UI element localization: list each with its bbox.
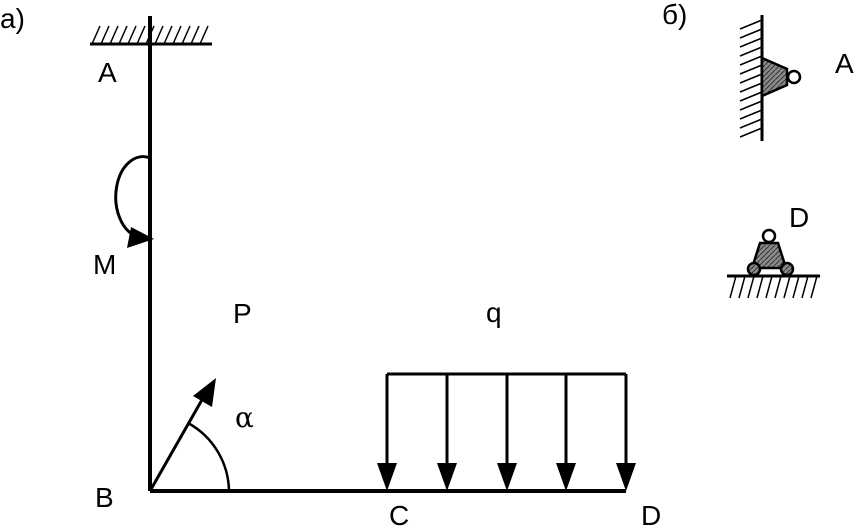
angle-label: α bbox=[235, 401, 254, 434]
force-arrow bbox=[148, 378, 216, 492]
distributed-load bbox=[385, 372, 628, 468]
point-label-c: C bbox=[389, 500, 409, 528]
moment-arrow bbox=[114, 155, 154, 248]
roller-support-d bbox=[727, 228, 820, 299]
distributed-load-label: q bbox=[486, 297, 502, 328]
panel-label-b: б) bbox=[662, 0, 687, 30]
point-label-d: D bbox=[641, 500, 661, 528]
force-label: P bbox=[233, 298, 252, 329]
moment-label: M bbox=[93, 249, 116, 280]
distributed-load-arrowheads bbox=[377, 463, 636, 491]
wall-support-a bbox=[739, 15, 802, 141]
point-label-b: B bbox=[95, 482, 114, 513]
panel-label-a: а) bbox=[0, 3, 25, 34]
support-label-d: D bbox=[789, 202, 809, 233]
ceiling-hatching bbox=[91, 25, 209, 45]
point-label-a: A bbox=[98, 57, 117, 88]
support-label-a: A bbox=[835, 48, 854, 79]
angle-arc bbox=[187, 421, 231, 492]
